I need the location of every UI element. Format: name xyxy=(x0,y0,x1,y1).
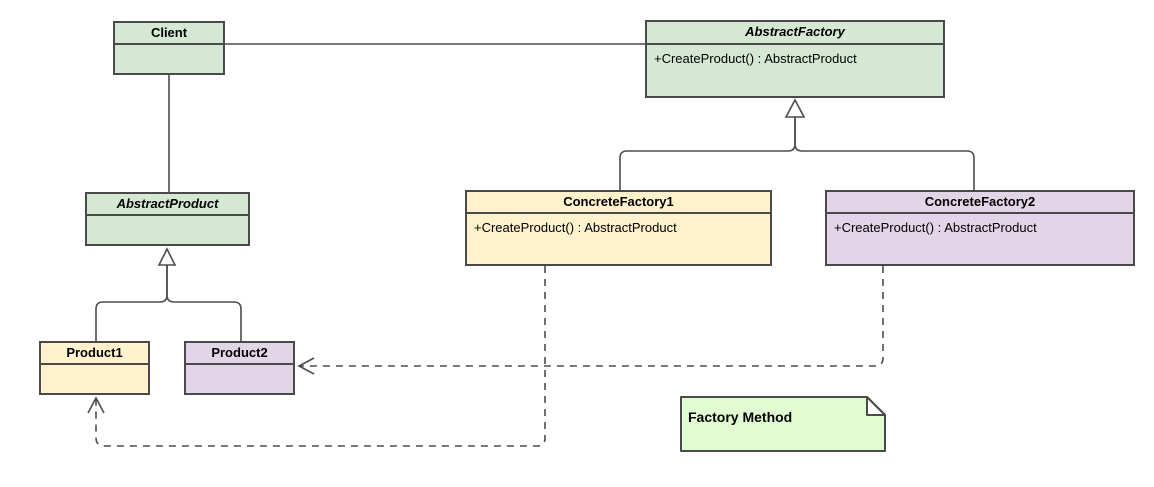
note-shape xyxy=(680,396,886,452)
class-method: +CreateProduct() : AbstractProduct xyxy=(834,220,1037,235)
class-title: AbstractProduct xyxy=(87,194,248,216)
edge-concretefactory1-generalization xyxy=(619,117,796,190)
edge-concretefactory2-generalization xyxy=(794,117,975,190)
class-method: +CreateProduct() : AbstractProduct xyxy=(654,51,857,66)
class-compartment-empty xyxy=(87,216,248,244)
class-method: +CreateProduct() : AbstractProduct xyxy=(474,220,677,235)
class-abstract-factory: AbstractFactory +CreateProduct() : Abstr… xyxy=(645,20,945,98)
class-concrete-factory2: ConcreteFactory2 +CreateProduct() : Abst… xyxy=(825,190,1135,266)
open-arrow-icon xyxy=(297,357,315,375)
class-title: Product1 xyxy=(41,343,148,365)
class-title: ConcreteFactory1 xyxy=(467,192,770,214)
open-arrow-icon xyxy=(87,396,105,414)
class-abstract-product: AbstractProduct xyxy=(85,192,250,246)
class-title: Client xyxy=(115,23,223,45)
hollow-triangle-icon xyxy=(157,247,177,266)
edge-product2-generalization xyxy=(166,265,242,341)
class-product1: Product1 xyxy=(39,341,150,395)
edge-concretefactory2-product2-dashed xyxy=(300,266,884,367)
edge-concretefactory1-product1-dashed xyxy=(95,266,546,447)
note-factory-method: Factory Method xyxy=(680,396,886,452)
class-title: ConcreteFactory2 xyxy=(827,192,1133,214)
edge-product1-generalization xyxy=(95,265,168,341)
class-title: AbstractFactory xyxy=(647,22,943,45)
class-concrete-factory1: ConcreteFactory1 +CreateProduct() : Abst… xyxy=(465,190,772,266)
class-product2: Product2 xyxy=(184,341,295,395)
class-compartment-empty xyxy=(115,45,223,73)
hollow-triangle-icon xyxy=(784,98,806,118)
note-fold-icon xyxy=(866,396,886,416)
note-text: Factory Method xyxy=(688,409,793,425)
class-title: Product2 xyxy=(186,343,293,365)
class-compartment-empty xyxy=(186,365,293,393)
class-compartment-empty xyxy=(41,365,148,393)
class-client: Client xyxy=(113,21,225,75)
